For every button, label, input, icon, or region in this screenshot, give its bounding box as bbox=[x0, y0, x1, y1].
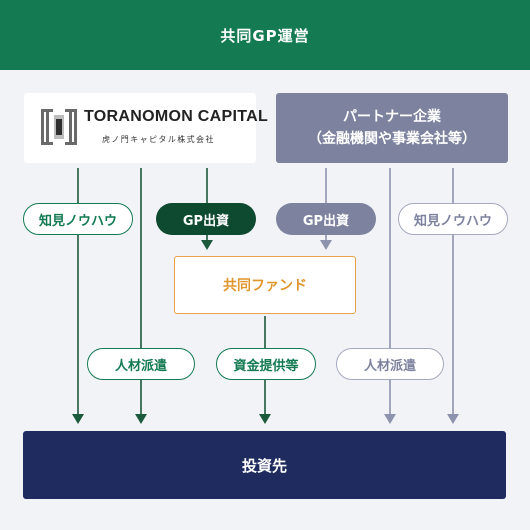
partner-title: パートナー企業 bbox=[343, 109, 441, 125]
staff-dispatch-left-pill: 人材派遣 bbox=[87, 348, 195, 380]
partner-subtitle: （金融機関や事業会社等） bbox=[308, 131, 476, 147]
toranomon-logo-text: TORANOMON CAPITAL bbox=[84, 108, 269, 125]
arrowhead-fund-to-target bbox=[259, 414, 271, 424]
toranomon-logo-icon bbox=[41, 109, 77, 145]
joint-fund-label: 共同ファンド bbox=[223, 278, 307, 294]
gp-investment-right-label: GP出資 bbox=[302, 213, 350, 229]
staff-dispatch-right-label: 人材派遣 bbox=[363, 358, 416, 374]
toranomon-capital-box: TORANOMON CAPITAL 虎ノ門キャピタル株式会社 bbox=[24, 93, 268, 163]
knowhow-right-label: 知見ノウハウ bbox=[413, 213, 492, 229]
partner-companies-box: パートナー企業 （金融機関や事業会社等） bbox=[276, 93, 508, 163]
arrowhead-staff-left bbox=[135, 414, 147, 424]
knowhow-left-pill: 知見ノウハウ bbox=[23, 203, 133, 235]
staff-dispatch-left-label: 人材派遣 bbox=[114, 358, 167, 374]
investment-target-box: 投資先 bbox=[23, 431, 506, 499]
header-title: 共同GP運営 bbox=[220, 26, 310, 45]
knowhow-left-label: 知見ノウハウ bbox=[38, 213, 117, 229]
staff-dispatch-right-pill: 人材派遣 bbox=[336, 348, 444, 380]
arrowhead-knowhow-right bbox=[447, 414, 459, 424]
toranomon-logo-subtext: 虎ノ門キャピタル株式会社 bbox=[102, 135, 215, 144]
arrowhead-gp-left bbox=[201, 240, 213, 250]
gp-investment-right-pill: GP出資 bbox=[276, 203, 376, 235]
investment-target-label: 投資先 bbox=[241, 456, 287, 475]
joint-fund-box: 共同ファンド bbox=[174, 256, 356, 314]
funding-provision-pill: 資金提供等 bbox=[216, 348, 316, 380]
header-banner: 共同GP運営 bbox=[0, 0, 530, 70]
funding-provision-label: 資金提供等 bbox=[233, 358, 299, 374]
arrowhead-knowhow-left bbox=[72, 414, 84, 424]
arrowhead-gp-right bbox=[320, 240, 332, 250]
arrowhead-staff-right bbox=[384, 414, 396, 424]
knowhow-right-pill: 知見ノウハウ bbox=[398, 203, 508, 235]
gp-investment-left-pill: GP出資 bbox=[156, 203, 256, 235]
gp-investment-left-label: GP出資 bbox=[182, 213, 230, 229]
